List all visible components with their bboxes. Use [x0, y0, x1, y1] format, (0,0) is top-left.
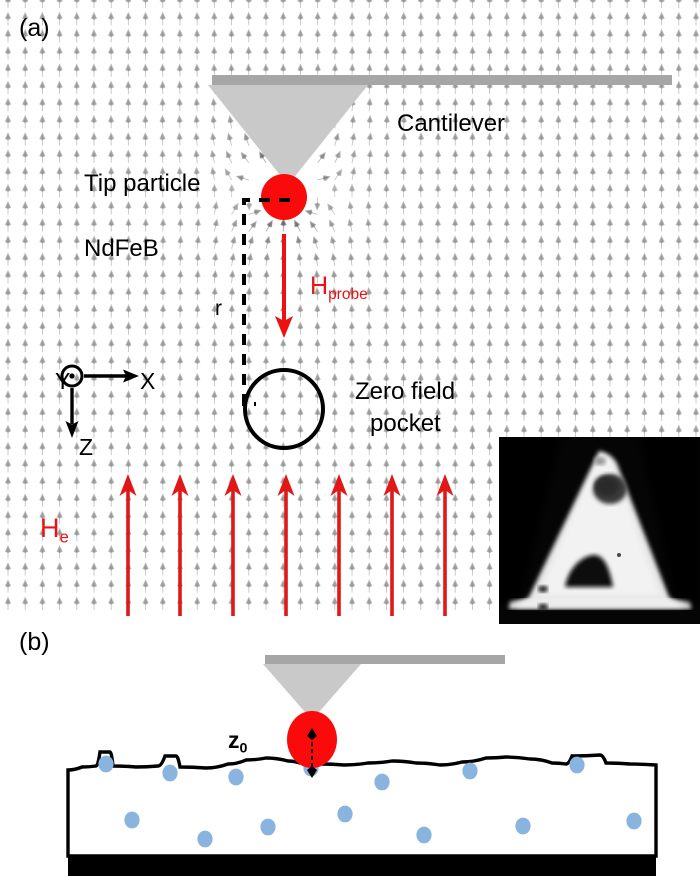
axis-label-y: Y [55, 368, 71, 394]
embedded-nanoparticles [98, 755, 642, 848]
h-probe-subscript: probe [328, 285, 368, 303]
h-external-subscript: e [59, 527, 69, 547]
panel-a-label: (a) [19, 14, 50, 42]
nanoparticle [260, 818, 276, 836]
nanoparticle [197, 830, 213, 848]
nanoparticle [124, 811, 140, 829]
afm-tip-cone [208, 85, 368, 185]
axis-label-z: Z [79, 434, 94, 460]
nanoparticle [515, 817, 531, 835]
z0-subscript: 0 [239, 740, 248, 757]
nanoparticle [626, 812, 642, 830]
nanoparticle [569, 756, 585, 774]
panel-b: z0 (b) [0, 624, 700, 876]
zero-field-pocket-circle [243, 368, 325, 450]
y-axis-out-of-page-icon [60, 364, 84, 388]
axis-label-x: X [140, 368, 156, 394]
h-probe-symbol: H [310, 272, 329, 300]
cantilever-label: Cantilever [397, 110, 506, 137]
nanoparticle [416, 826, 432, 844]
nanoparticle [98, 755, 114, 773]
tip-particle-sphere [261, 174, 307, 220]
h-external-label: He [40, 513, 69, 547]
distance-r-bracket [242, 198, 290, 406]
nanoparticle [162, 764, 178, 782]
substrate-bar [68, 855, 656, 876]
nanoparticle [228, 768, 244, 786]
afm-tip-cone-b [263, 664, 361, 720]
cantilever-beam-b [265, 655, 505, 664]
nanoparticle [462, 762, 478, 780]
panel-b-label: (b) [19, 628, 50, 656]
h-probe-label: Hprobe [310, 272, 368, 304]
h-external-symbol: H [40, 513, 60, 543]
sample-cross-section [66, 750, 658, 876]
z0-label: z0 [228, 727, 247, 757]
tip-particle-label: Tip particle [84, 170, 201, 197]
sem-micrograph-inset [499, 437, 700, 624]
zero-field-label-line1: Zero field [355, 378, 456, 405]
panel-a: Y X Z [4, 0, 700, 624]
cantilever-beam [212, 75, 672, 85]
nanoparticle [337, 805, 353, 823]
distance-r-label: r [215, 297, 222, 320]
h-external-arrows-icon [119, 474, 454, 616]
h-probe-arrow-icon [275, 234, 293, 338]
zero-field-label-line2: pocket [370, 410, 441, 437]
ndfeb-material-label: NdFeB [84, 235, 159, 262]
z0-symbol: z [228, 727, 240, 753]
axis-triad [60, 364, 139, 438]
nanoparticle [374, 773, 390, 791]
z0-double-arrow-icon [307, 728, 317, 778]
